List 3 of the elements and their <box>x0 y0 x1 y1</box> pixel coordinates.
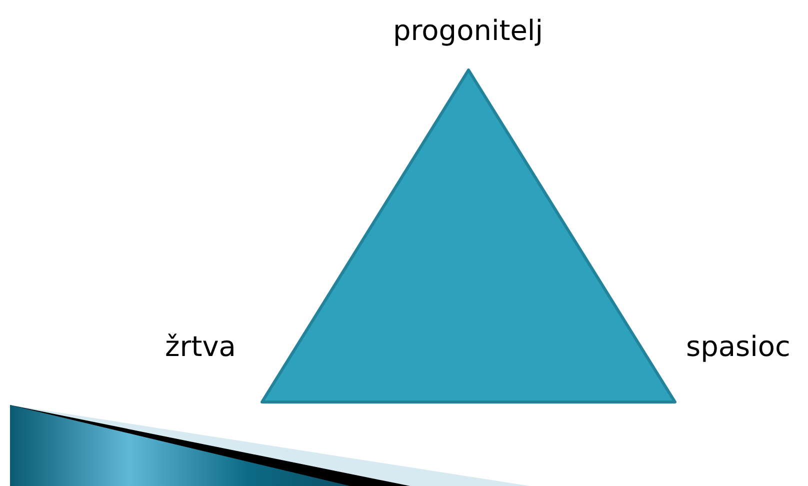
vertex-label: žrtva <box>165 333 236 361</box>
vertex-label: progonitelj <box>393 17 543 45</box>
vertex-label: spasioc <box>686 333 790 361</box>
